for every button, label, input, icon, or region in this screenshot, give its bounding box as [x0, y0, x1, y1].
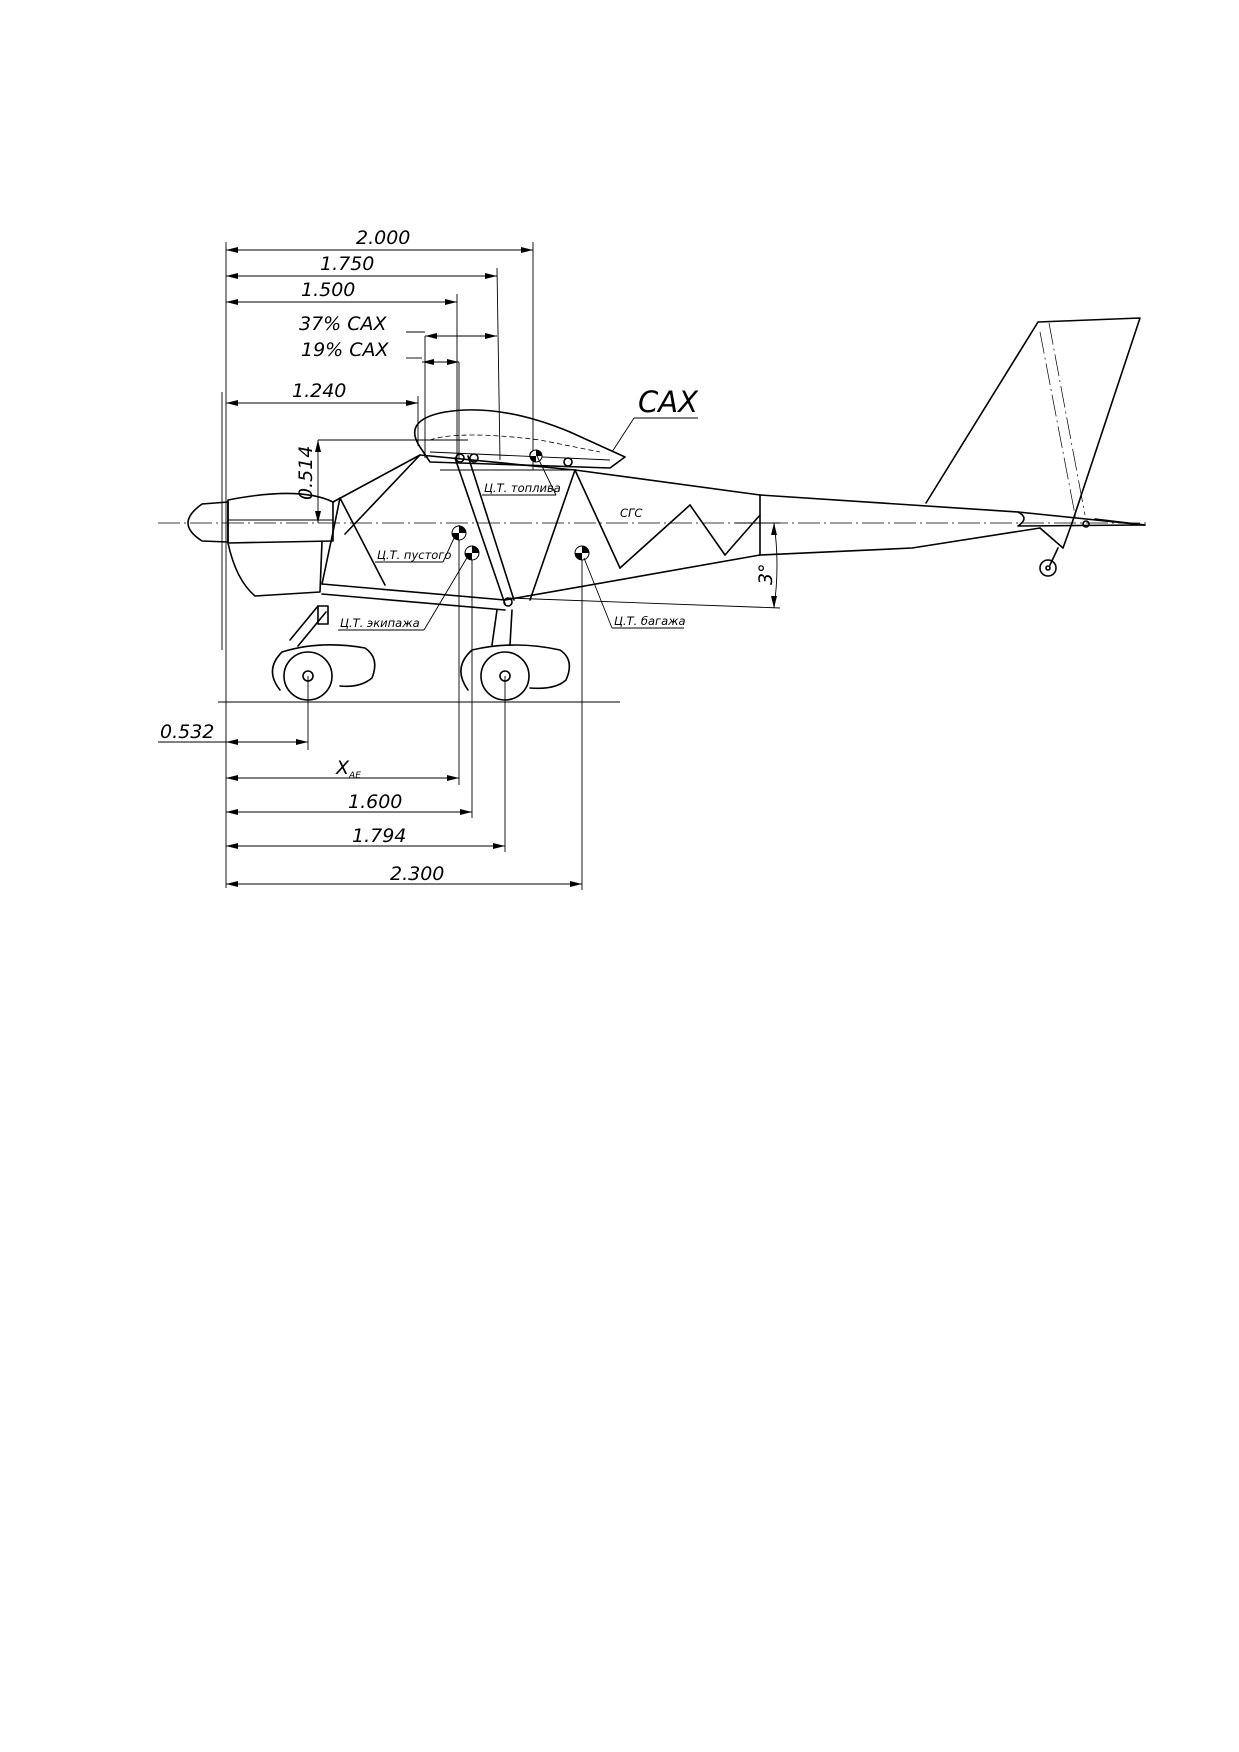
bottom-dimensions [158, 525, 583, 890]
cg-marker-baggage [574, 545, 590, 561]
angle-3-label: 3° [755, 563, 777, 585]
cg-marker-fuel [529, 449, 543, 463]
datum-label: СГС [620, 506, 642, 520]
vertical-tail [925, 317, 1146, 549]
wing-strut [454, 450, 573, 607]
wing-section [413, 409, 626, 469]
dim-1500: 1.500 [301, 279, 355, 301]
bottom-dimension-arrows [226, 739, 582, 887]
fin-center-line [1039, 331, 1077, 521]
cg-empty-label: Ц.Т. пустого [377, 548, 451, 562]
top-dimensions [226, 242, 698, 523]
top-dimension-arrows [226, 247, 533, 523]
dim-2300: 2.300 [390, 863, 444, 885]
cg-marker-crew [464, 545, 480, 561]
dim-1750: 1.750 [320, 253, 374, 275]
dim-mac-37: 37% САХ [299, 313, 388, 335]
dim-1600: 1.600 [348, 791, 402, 813]
main-landing-gear [460, 609, 571, 701]
cg-crew-label: Ц.Т. экипажа [340, 616, 420, 630]
angle-dimension [507, 522, 781, 609]
dim-xae-main: X [335, 757, 350, 779]
dim-0514: 0.514 [295, 446, 317, 500]
cg-fuel-label: Ц.Т. топлива [484, 481, 561, 495]
cg-marker-empty [451, 525, 467, 541]
fin-center-line-2 [1048, 322, 1086, 516]
dim-xae: XАЕ [335, 757, 361, 781]
tail-wheel [1039, 547, 1059, 577]
dim-xae-sub: АЕ [348, 771, 361, 781]
dim-2000: 2.000 [356, 227, 410, 249]
cg-baggage-label: Ц.Т. багажа [614, 614, 686, 628]
dim-1794: 1.794 [352, 825, 406, 847]
dim-mac-19: 19% САХ [301, 339, 390, 361]
dim-1240: 1.240 [292, 380, 346, 402]
mac-label: САХ [638, 385, 699, 419]
cg-leader-lines [338, 455, 684, 631]
dim-0532: 0.532 [160, 721, 214, 743]
